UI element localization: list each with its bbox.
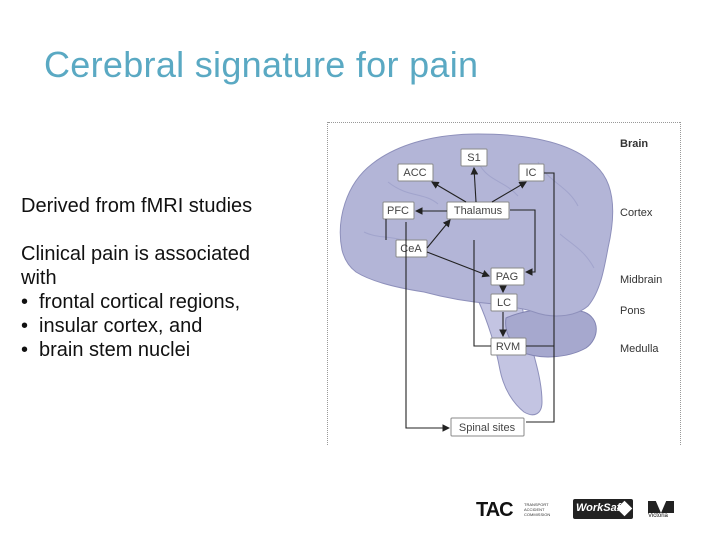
region-medulla: Medulla	[620, 343, 659, 355]
bullet-item: • brain stem nuclei	[21, 338, 321, 362]
node-pag: PAG	[490, 267, 525, 286]
node-spinal-sites: Spinal sites	[450, 417, 525, 437]
node-pfc: PFC	[382, 201, 415, 220]
tac-logo: TAC TRANSPORT ACCIDENT COMMISSION	[476, 499, 551, 521]
svg-text:PAG: PAG	[496, 271, 518, 283]
intro-text: Derived from fMRI studies	[21, 195, 253, 217]
bullet-text: brain stem nuclei	[39, 339, 191, 361]
node-acc: ACC	[397, 163, 434, 182]
slide-body: Derived from fMRI studies Clinical pain …	[21, 194, 321, 362]
footer-logos: TAC TRANSPORT ACCIDENT COMMISSION WorkSa…	[476, 495, 676, 525]
body-lead-line-2: with	[21, 267, 57, 289]
region-pons: Pons	[620, 305, 646, 317]
node-cea: CeA	[395, 239, 428, 258]
bullet-item: • insular cortex, and	[21, 314, 321, 338]
node-rvm: RVM	[490, 337, 527, 356]
region-cortex: Cortex	[620, 207, 653, 219]
node-s1: S1	[460, 148, 488, 167]
spacer	[21, 218, 321, 242]
figure-top-border	[328, 122, 680, 123]
svg-text:PFC: PFC	[387, 205, 409, 217]
svg-text:RVM: RVM	[496, 341, 520, 353]
brain-diagram: S1 ACC IC PFC Thalamus CeA PAG LC	[339, 133, 662, 437]
bullet-text: insular cortex, and	[39, 315, 203, 337]
svg-text:S1: S1	[467, 152, 480, 164]
region-midbrain: Midbrain	[620, 274, 662, 286]
bullet-glyph: •	[21, 339, 29, 361]
slide-title: Cerebral signature for pain	[44, 44, 479, 85]
worksafe-logo: WorkSafe	[573, 499, 633, 519]
node-lc: LC	[490, 293, 518, 312]
pathway-arrows	[385, 166, 555, 432]
bullet-item: • frontal cortical regions,	[21, 290, 321, 314]
bullet-glyph: •	[21, 291, 29, 313]
brain-sulcus	[363, 161, 595, 269]
pain-pathway-figure: S1 ACC IC PFC Thalamus CeA PAG LC	[327, 122, 681, 445]
body-lead-line-1: Clinical pain is associated	[21, 243, 251, 265]
bullet-list: • frontal cortical regions, • insular cort…	[21, 290, 321, 362]
bullet-text: frontal cortical regions,	[39, 291, 241, 313]
region-brain: Brain	[620, 138, 648, 150]
svg-text:ACC: ACC	[403, 167, 426, 179]
node-thalamus: Thalamus	[446, 201, 510, 220]
region-labels: Brain Cortex Midbrain Pons Medulla	[620, 138, 662, 355]
svg-text:Spinal sites: Spinal sites	[459, 422, 516, 434]
svg-text:LC: LC	[497, 297, 511, 309]
victoria-logo: Victoria	[648, 501, 674, 519]
svg-text:IC: IC	[526, 167, 537, 179]
bullet-glyph: •	[21, 315, 29, 337]
svg-text:CeA: CeA	[400, 243, 422, 255]
node-ic: IC	[518, 163, 545, 182]
svg-text:Thalamus: Thalamus	[454, 205, 503, 217]
